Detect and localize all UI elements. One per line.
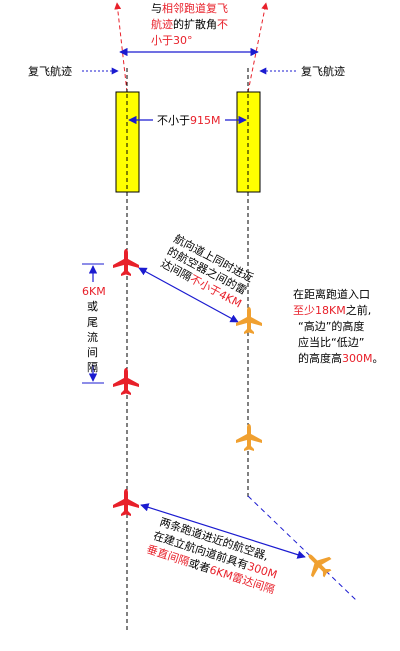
right-go-around-track (247, 2, 269, 93)
pre-localizer-separation-arrow (140, 503, 306, 559)
go-around-right-label: 复飞航迹 (301, 64, 345, 78)
airplane-icon (113, 368, 139, 395)
divergence-text-1: 与相邻跑道复飞 (151, 1, 228, 15)
runway-spacing-label: 不小于915M (157, 114, 221, 127)
high-low-note: 在距离跑道入口 至少18KM之前, “高边”的高度 应当比“低边” 的高度高30… (293, 287, 384, 365)
go-around-left-label: 复飞航迹 (28, 64, 72, 78)
airplane-icon (236, 424, 262, 451)
airplane-icon (113, 489, 139, 516)
radar-separation-label: 航向道上同时进近 的航空器之间的雷 达间隔不小于4KM (158, 231, 255, 310)
left-go-around-track (114, 2, 128, 93)
svg-text:的高度高300M。: 的高度高300M。 (298, 351, 384, 365)
svg-text:或: 或 (87, 300, 98, 313)
svg-text:在距离跑道入口: 在距离跑道入口 (293, 287, 370, 301)
divergence-text-2: 航迹的扩散角不 (151, 17, 228, 31)
svg-text:隔: 隔 (87, 361, 98, 374)
svg-text:应当比“低边”: 应当比“低边” (298, 335, 364, 349)
radar-separation-arrow (138, 267, 239, 323)
svg-text:尾: 尾 (87, 316, 98, 329)
airplane-icon (113, 249, 139, 276)
airplane-icon (236, 307, 262, 334)
divergence-text-3: 小于30° (151, 34, 193, 47)
svg-text:间: 间 (87, 346, 98, 359)
svg-text:流: 流 (87, 330, 98, 344)
pre-localizer-note: 两条跑道进近的航空器, 在建立航向道前具有300M 垂直间隔或者6KM雷达间隔 (145, 515, 279, 597)
svg-text:6KM: 6KM (82, 285, 106, 298)
wake-separation-label: 6KM 或 尾 流 间 隔 (82, 285, 106, 374)
svg-text:至少18KM之前,: 至少18KM之前, (293, 303, 371, 317)
airplane-icon (299, 545, 338, 584)
svg-text:“高边”的高度: “高边”的高度 (298, 319, 364, 333)
right-runway (236, 91, 261, 193)
left-runway (115, 91, 140, 193)
